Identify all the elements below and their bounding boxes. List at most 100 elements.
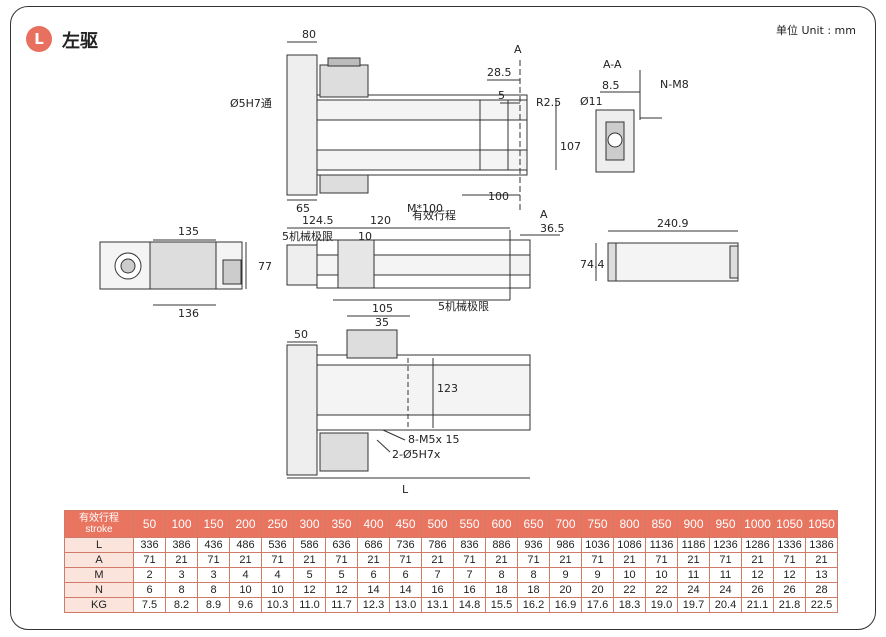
table-cell: 836: [453, 537, 486, 553]
table-cell: 21: [485, 552, 518, 568]
section-view: [595, 70, 662, 173]
table-cell: 11: [677, 567, 710, 583]
table-cell: 13.0: [389, 597, 422, 613]
table-cell: 21: [613, 552, 646, 568]
stroke-value-cell: 1050: [805, 510, 838, 538]
dim-top-100: 100: [488, 190, 509, 203]
table-cell: 21: [741, 552, 774, 568]
table-cell: 8.2: [165, 597, 198, 613]
end-view: [99, 239, 247, 306]
dim-bottom-thread: 8-M5x 15: [408, 433, 459, 446]
table-cell: 436: [197, 537, 230, 553]
stroke-value-cell: 700: [549, 510, 582, 538]
row-label: N: [64, 582, 134, 598]
table-cell: 6: [133, 582, 166, 598]
table-cell: 1036: [581, 537, 614, 553]
table-cell: 71: [773, 552, 806, 568]
stroke-value-cell: 50: [133, 510, 166, 538]
table-cell: 3: [197, 567, 230, 583]
dim-top-80: 80: [302, 28, 316, 41]
table-cell: 1186: [677, 537, 710, 553]
table-cell: 4: [261, 567, 294, 583]
table-cell: 12: [325, 582, 358, 598]
table-cell: 1286: [741, 537, 774, 553]
dim-side-10: 10: [358, 230, 372, 243]
table-cell: 936: [517, 537, 550, 553]
row-label: A: [64, 552, 134, 568]
table-cell: 26: [741, 582, 774, 598]
table-cell: 11: [709, 567, 742, 583]
stroke-value-cell: 750: [581, 510, 614, 538]
table-cell: 1086: [613, 537, 646, 553]
table-cell: 16: [421, 582, 454, 598]
page-frame: [10, 6, 876, 630]
table-cell: 986: [549, 537, 582, 553]
table-cell: 7: [421, 567, 454, 583]
stroke-value-cell: 650: [517, 510, 550, 538]
table-cell: 5: [325, 567, 358, 583]
table-cell: 21: [421, 552, 454, 568]
table-cell: 71: [581, 552, 614, 568]
table-cell: 20: [581, 582, 614, 598]
table-cell: 336: [133, 537, 166, 553]
stroke-value-cell: 200: [229, 510, 262, 538]
table-cell: 24: [709, 582, 742, 598]
table-cell: 10: [645, 567, 678, 583]
dim-top-bore: Ø5H7通: [230, 97, 272, 110]
table-cell: 20.4: [709, 597, 742, 613]
stroke-label-en: stroke: [85, 524, 113, 535]
dim-top-107: 107: [560, 140, 581, 153]
dim-right-74-4: 74.4: [580, 258, 605, 271]
table-cell: 12: [293, 582, 326, 598]
table-cell: 14: [389, 582, 422, 598]
table-cell: 5: [293, 567, 326, 583]
table-cell: 71: [325, 552, 358, 568]
dim-side-36-5: 36.5: [540, 222, 565, 235]
stroke-label-cn: 有效行程: [79, 513, 119, 524]
dim-bottom-L: L: [402, 483, 409, 496]
dim-bottom-pin: 2-Ø5H7x: [392, 448, 441, 461]
table-cell: 14: [357, 582, 390, 598]
dim-top-5: 5: [498, 89, 505, 102]
table-cell: 8: [165, 582, 198, 598]
table-cell: 536: [261, 537, 294, 553]
table-cell: 736: [389, 537, 422, 553]
table-cell: 11.0: [293, 597, 326, 613]
table-cell: 6: [357, 567, 390, 583]
table-cell: 9: [581, 567, 614, 583]
table-cell: 21: [677, 552, 710, 568]
table-cell: 20: [549, 582, 582, 598]
table-cell: 786: [421, 537, 454, 553]
table-cell: 8: [485, 567, 518, 583]
table-cell: 10: [613, 567, 646, 583]
table-cell: 21: [293, 552, 326, 568]
row-label: M: [64, 567, 134, 583]
stroke-value-cell: 400: [357, 510, 390, 538]
section-badge: L: [26, 26, 52, 52]
table-cell: 71: [517, 552, 550, 568]
table-cell: 586: [293, 537, 326, 553]
dim-top-m100: M*100: [407, 202, 443, 215]
table-cell: 1236: [709, 537, 742, 553]
side-view: [286, 227, 560, 301]
stroke-value-cell: 300: [293, 510, 326, 538]
section-mark-bottom: A: [540, 208, 548, 221]
table-cell: 12: [741, 567, 774, 583]
dim-right-240-9: 240.9: [657, 217, 689, 230]
dim-top-28-5: 28.5: [487, 66, 512, 79]
dim-section-nm8: N-M8: [660, 78, 689, 91]
stroke-value-cell: 500: [421, 510, 454, 538]
table-cell: 8: [197, 582, 230, 598]
stroke-value-cell: 150: [197, 510, 230, 538]
table-cell: 21.8: [773, 597, 806, 613]
stroke-value-cell: 350: [325, 510, 358, 538]
table-cell: 8.9: [197, 597, 230, 613]
dim-side-124-5: 124.5: [302, 214, 334, 227]
table-cell: 1386: [805, 537, 838, 553]
table-cell: 886: [485, 537, 518, 553]
